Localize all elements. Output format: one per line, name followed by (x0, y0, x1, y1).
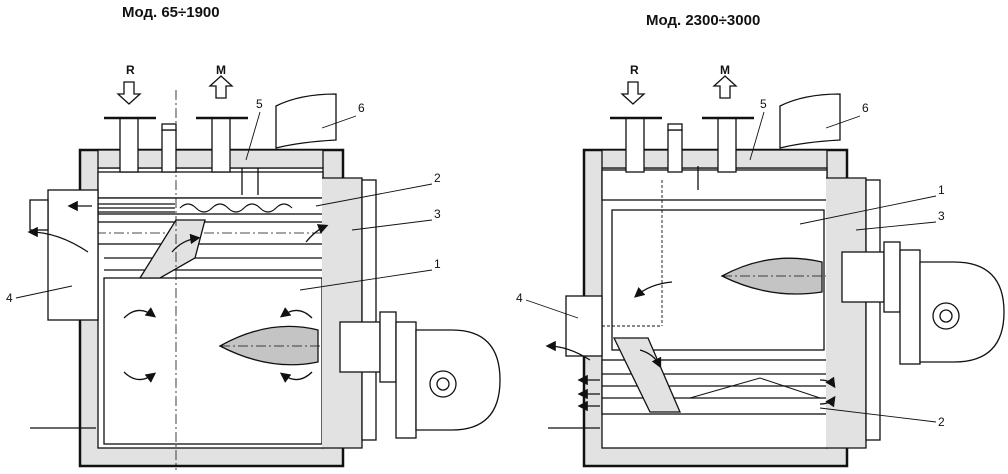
right-callout-5: 5 (760, 97, 767, 111)
right-callout-4: 4 (516, 291, 523, 305)
right-diagram-title: Мод. 2300÷3000 (646, 12, 761, 29)
left-callout-5: 5 (256, 97, 263, 111)
left-leader-lines (15, 111, 433, 299)
right-callout-6: 6 (862, 101, 869, 115)
left-callout-4: 4 (6, 291, 13, 305)
right-callout-2: 2 (938, 415, 945, 429)
right-control-panel (779, 93, 841, 149)
left-callout-2: 2 (434, 171, 441, 185)
left-callout-1: 1 (434, 257, 441, 271)
left-burner (415, 329, 501, 431)
right-leader-lines (525, 111, 937, 423)
left-control-panel (275, 93, 337, 149)
left-callout-3: 3 (434, 207, 441, 221)
right-callout-3: 3 (938, 209, 945, 223)
left-boiler (27, 75, 501, 470)
right-burner (919, 261, 1005, 363)
left-flow-label: M (216, 63, 226, 77)
left-return-label: R (126, 63, 135, 77)
left-callout-6: 6 (358, 101, 365, 115)
right-flow-label: M (720, 63, 730, 77)
right-return-label: R (630, 63, 639, 77)
right-boiler (545, 75, 1005, 468)
left-diagram-title: Мод. 65÷1900 (122, 4, 220, 21)
right-callout-1: 1 (938, 183, 945, 197)
